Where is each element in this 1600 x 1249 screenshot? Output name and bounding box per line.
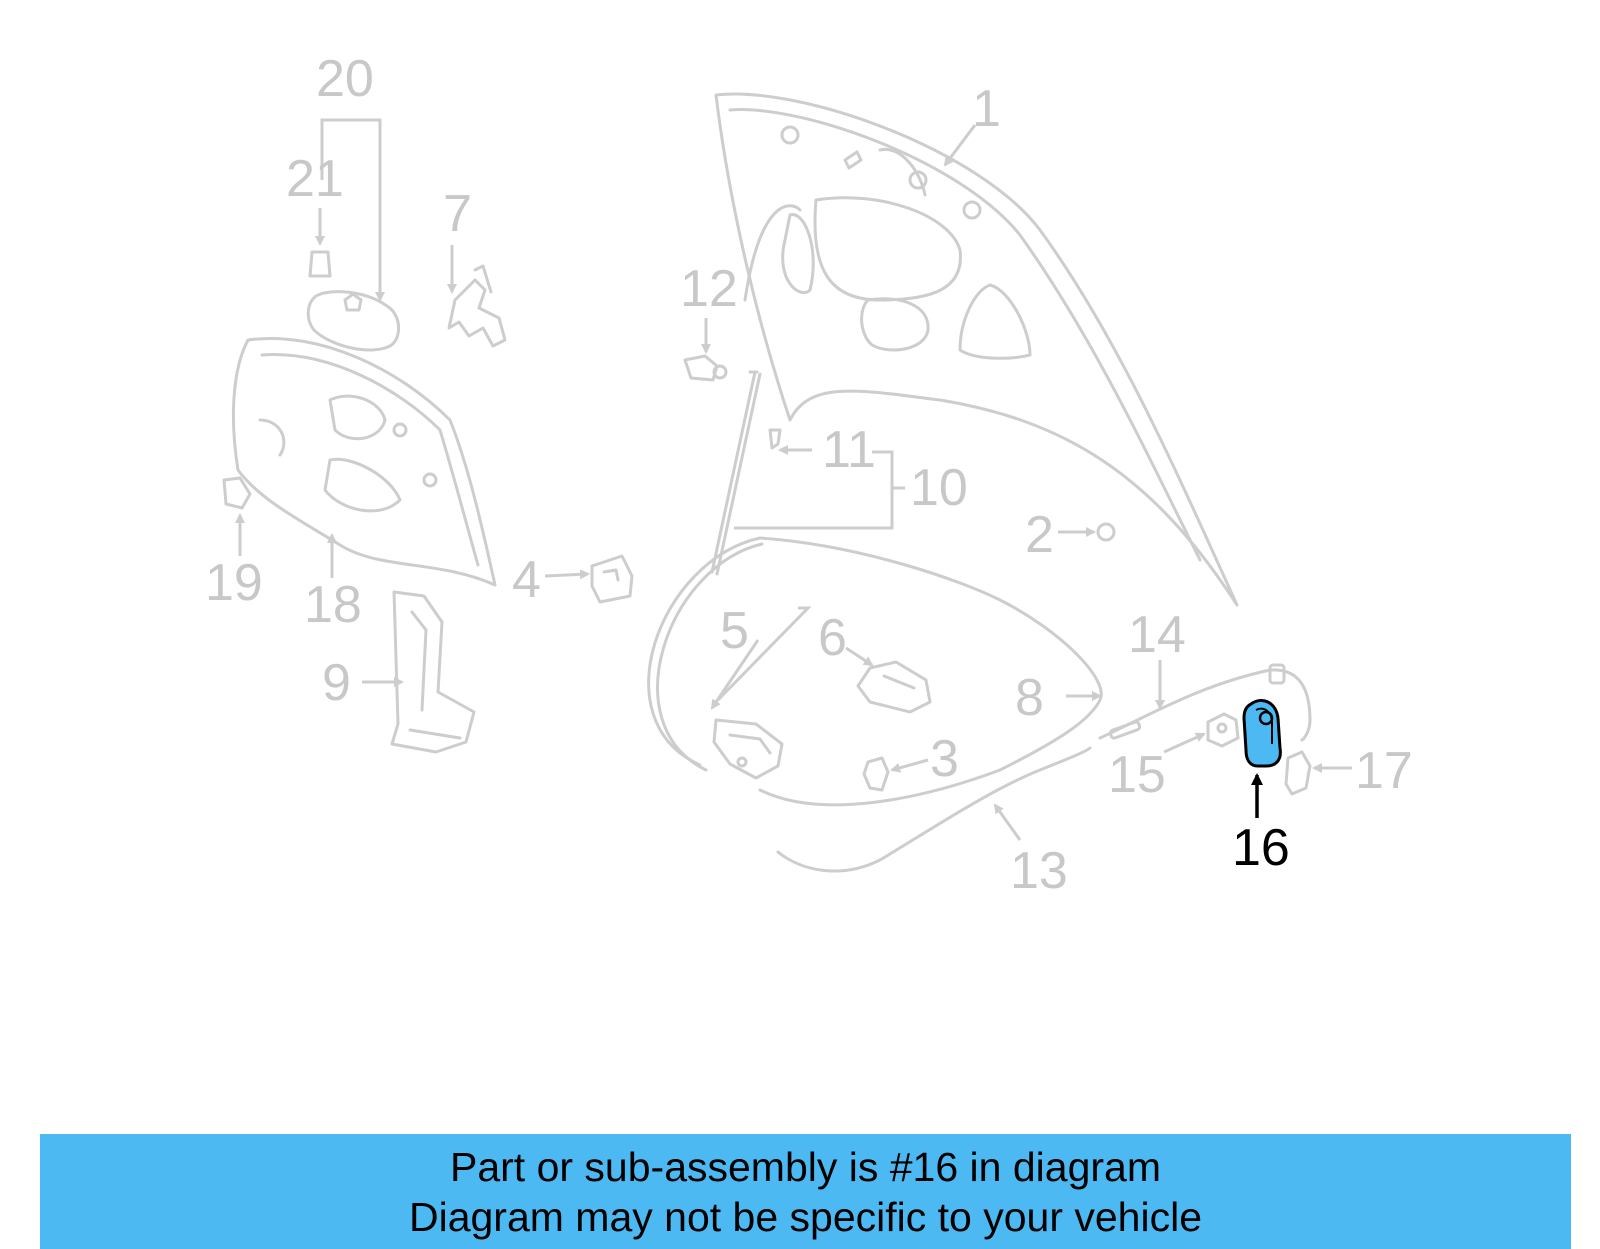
- callout-16: 16: [1232, 819, 1290, 877]
- callout-2: 2: [1025, 506, 1054, 564]
- callout-7: 7: [443, 185, 472, 243]
- part-2-grommet: [1058, 522, 1116, 542]
- callout-5: 5: [720, 602, 749, 660]
- part-10-support-strut: [710, 370, 905, 576]
- part-9-hinge-bracket: [362, 590, 476, 754]
- part-15-lock: [1163, 712, 1240, 754]
- part-20-washer-nozzle: [306, 118, 400, 352]
- callout-6: 6: [818, 609, 847, 667]
- callout-19: 19: [205, 554, 263, 612]
- banner-part-line: Part or sub-assembly is #16 in diagram: [450, 1144, 1161, 1190]
- part-13-release-cable: [776, 746, 1092, 873]
- info-banner: Part or sub-assembly is #16 in diagram D…: [40, 1134, 1571, 1249]
- callout-4: 4: [512, 551, 541, 609]
- part-1-hood: [714, 92, 1239, 607]
- callout-9: 9: [322, 654, 351, 712]
- part-16-release-handle[interactable]: [1242, 699, 1282, 818]
- part-11-clip: [768, 428, 812, 455]
- part-18-insulator: [231, 337, 497, 587]
- part-3-clip: [862, 756, 929, 792]
- part-14-cable: [1098, 660, 1312, 742]
- banner-disclaimer-line: Diagram may not be specific to your vehi…: [408, 1194, 1202, 1240]
- part-19-clip: [222, 476, 252, 556]
- callout-21: 21: [286, 150, 344, 208]
- callout-15: 15: [1108, 746, 1166, 804]
- callout-18: 18: [304, 576, 362, 634]
- part-21-grommet: [308, 208, 332, 278]
- callout-17: 17: [1355, 742, 1413, 800]
- part-4-bracket: [544, 554, 634, 604]
- callout-1: 1: [972, 80, 1001, 138]
- part-12-bumper-stop: [683, 318, 728, 382]
- callout-3: 3: [930, 730, 959, 788]
- callout-labels: 1 2 3 4 5 6 7 8 9 10 11 12 13 14 15 16 1…: [205, 50, 1413, 900]
- part-5-latch: [710, 606, 812, 780]
- part-7-hinge: [447, 245, 507, 348]
- part-17-bezel: [1284, 750, 1352, 796]
- part-6-striker: [845, 646, 932, 714]
- callout-10: 10: [910, 459, 968, 517]
- part-8-weatherstrip: [647, 536, 1103, 807]
- callout-12: 12: [680, 260, 738, 318]
- callout-20: 20: [316, 50, 374, 108]
- callout-13: 13: [1010, 842, 1068, 900]
- callout-8: 8: [1015, 669, 1044, 727]
- callout-14: 14: [1128, 606, 1186, 664]
- callout-11: 11: [822, 421, 876, 479]
